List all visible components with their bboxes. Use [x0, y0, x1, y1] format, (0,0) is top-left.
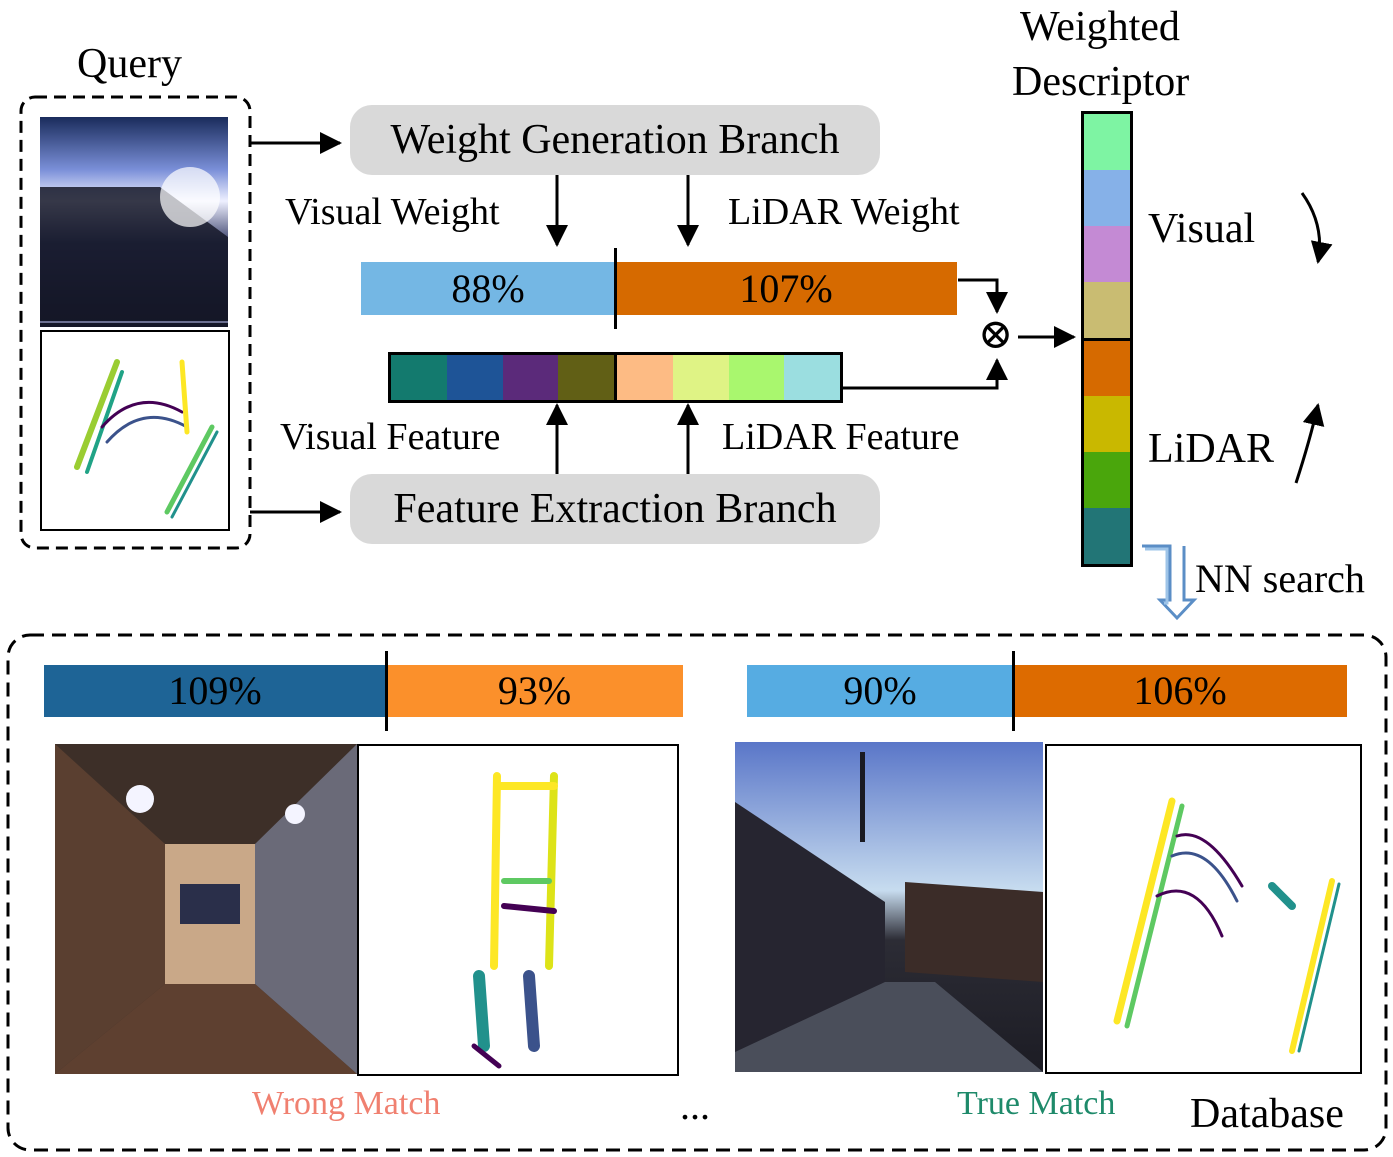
weighted-descriptor-title-line1: Weighted	[1020, 4, 1180, 50]
ellipsis: ...	[680, 1083, 710, 1128]
descriptor-visual-label: Visual	[1148, 206, 1256, 252]
wrong-match-caption: Wrong Match	[252, 1085, 441, 1122]
query-title: Query	[77, 41, 182, 87]
feature-bar	[388, 352, 843, 403]
descriptor-lidar-cell	[1084, 340, 1130, 397]
lidar-increase-arrow	[1294, 403, 1325, 484]
query-camera-image	[40, 117, 228, 327]
arrow-weights-to-multiply	[958, 278, 1008, 314]
match-1-lidar-image	[357, 744, 679, 1076]
descriptor-visual-cell	[1084, 225, 1130, 282]
match-2-divider	[1012, 651, 1015, 731]
match-2-lidar-weight: 106%	[1013, 665, 1347, 717]
feature-divider	[614, 355, 617, 400]
database-box	[6, 633, 1388, 1152]
descriptor-lidar-cell	[1084, 396, 1130, 453]
visual-feature-cell	[502, 355, 559, 400]
multiply-icon: ⊗	[978, 312, 1014, 358]
descriptor-visual-cell	[1084, 281, 1130, 338]
true-match-caption: True Match	[957, 1085, 1116, 1122]
match-1-visual-weight: 109%	[44, 665, 386, 717]
visual-feature-cell	[558, 355, 614, 400]
visual-feature-cell	[391, 355, 447, 400]
query-weight-bar: 88% 107%	[361, 248, 957, 329]
weighted-descriptor-title-line2: Descriptor	[1012, 59, 1190, 105]
weighted-descriptor	[1081, 111, 1133, 567]
match-2-weight-bar: 90% 106%	[747, 651, 1347, 731]
visual-feature-label: Visual Feature	[280, 416, 501, 458]
match-1-lidar-weight: 93%	[386, 665, 683, 717]
query-lidar-weight-segment: 107%	[615, 262, 957, 315]
match-1-divider	[385, 651, 388, 731]
lidar-feature-cell	[617, 355, 673, 400]
visual-weight-label: Visual Weight	[285, 191, 500, 233]
visual-decrease-arrow	[1300, 192, 1333, 264]
nn-search-arrow	[1142, 544, 1198, 621]
descriptor-divider	[1084, 337, 1130, 341]
query-visual-weight-segment: 88%	[361, 262, 615, 315]
feature-extraction-branch: Feature Extraction Branch	[350, 474, 880, 544]
match-1-weight-bar: 109% 93%	[44, 651, 683, 731]
weight-divider	[614, 248, 617, 329]
descriptor-visual-cell	[1084, 169, 1130, 226]
query-box	[19, 95, 252, 550]
visual-feature-cell	[446, 355, 503, 400]
database-label: Database	[1190, 1091, 1344, 1137]
lidar-feature-label: LiDAR Feature	[722, 416, 960, 458]
arrow-features-to-multiply	[842, 358, 1008, 390]
lidar-feature-cell	[728, 355, 785, 400]
descriptor-visual-cell	[1084, 114, 1130, 170]
descriptor-lidar-cell	[1084, 508, 1130, 564]
lidar-feature-cell	[672, 355, 729, 400]
match-2-camera-image	[735, 742, 1043, 1072]
lidar-feature-cell	[784, 355, 840, 400]
lidar-weight-label: LiDAR Weight	[728, 191, 960, 233]
nn-search-label: NN search	[1195, 556, 1365, 601]
query-lidar-image	[40, 330, 230, 531]
match-2-visual-weight: 90%	[747, 665, 1013, 717]
weight-generation-branch: Weight Generation Branch	[350, 105, 880, 175]
match-1-camera-image	[55, 744, 357, 1074]
descriptor-lidar-label: LiDAR	[1148, 426, 1274, 472]
descriptor-lidar-cell	[1084, 452, 1130, 509]
match-2-lidar-image	[1045, 744, 1362, 1074]
